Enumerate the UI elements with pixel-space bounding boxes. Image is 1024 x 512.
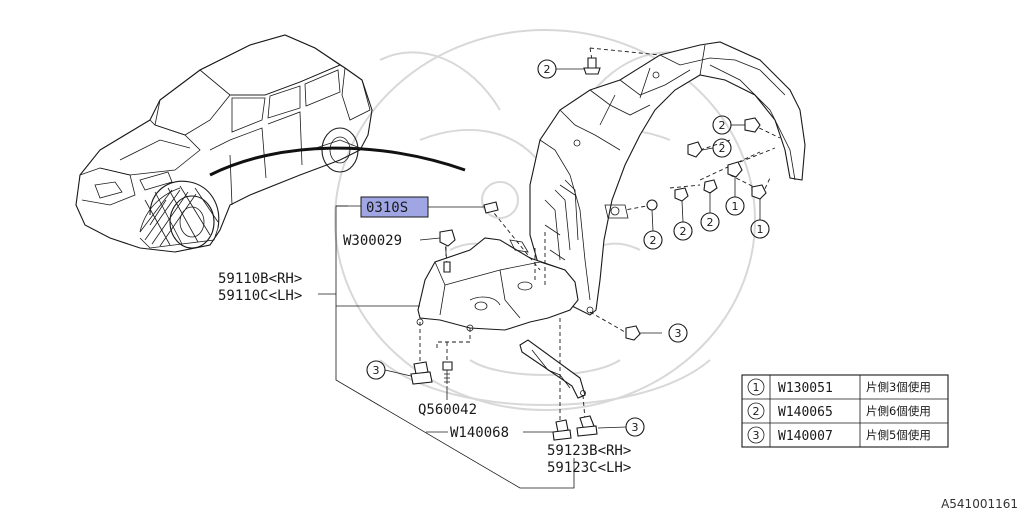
- q560042-screw: [442, 361, 453, 384]
- svg-text:3: 3: [632, 421, 639, 434]
- clip-e: [674, 187, 689, 202]
- callout-3-right: 3: [668, 323, 688, 343]
- mudguard-highlight-hatch: [139, 185, 219, 249]
- callout-1-b: 1: [750, 199, 770, 239]
- svg-text:片側3個使用: 片側3個使用: [866, 380, 931, 394]
- callout-2-top: 2: [537, 59, 584, 79]
- clip-c: [727, 161, 743, 178]
- svg-text:2: 2: [707, 216, 714, 229]
- vehicle-illustration: [75, 34, 373, 253]
- bracket-bolt: [576, 415, 598, 437]
- clip-b: [687, 141, 703, 158]
- svg-text:2: 2: [753, 405, 760, 418]
- svg-text:3: 3: [753, 429, 760, 442]
- under-cover: [416, 237, 594, 332]
- svg-text:2: 2: [680, 225, 687, 238]
- small-screw: [443, 261, 451, 273]
- svg-text:2: 2: [650, 234, 657, 247]
- svg-text:片側5個使用: 片側5個使用: [866, 428, 931, 442]
- callout-2-b: 2: [701, 138, 732, 158]
- bolt-left: [410, 361, 433, 385]
- fastener-table: 1 W130051 片側3個使用 2 W140065 片側6個使用 3 W140…: [741, 374, 949, 448]
- label-59123b[interactable]: 59123B<RH>: [547, 443, 631, 459]
- callout-2-a: 2: [712, 115, 745, 135]
- svg-text:1: 1: [753, 381, 760, 394]
- fender-mud-guard: [529, 41, 806, 316]
- label-59110c[interactable]: 59110C<LH>: [218, 288, 302, 304]
- label-q560042[interactable]: Q560042: [418, 402, 477, 418]
- bracket: [519, 339, 586, 399]
- svg-text:2: 2: [719, 119, 726, 132]
- washer: [483, 201, 499, 214]
- svg-text:片側6個使用: 片側6個使用: [866, 404, 931, 418]
- svg-text:2: 2: [719, 142, 726, 155]
- svg-text:3: 3: [373, 364, 380, 377]
- svg-text:3: 3: [675, 327, 682, 340]
- svg-text:2: 2: [544, 63, 551, 76]
- callout-3-bracket: 3: [597, 417, 645, 437]
- table-row: 2 W140065 片側6個使用: [747, 402, 931, 420]
- clip-top: [583, 57, 601, 75]
- image-code: A541001161: [941, 497, 1018, 511]
- w300029-clip: [439, 229, 456, 256]
- table-row: 1 W130051 片側3個使用: [747, 378, 931, 396]
- clip-a: [744, 117, 761, 133]
- clip-f: [751, 184, 767, 200]
- label-w140068[interactable]: W140068: [450, 425, 509, 441]
- callout-2-e: 2: [643, 209, 663, 250]
- bolt-right: [625, 325, 662, 341]
- clip-g: [646, 199, 658, 211]
- part-labels: 0310S W300029 59110B<RH> 59110C<LH> Q560…: [218, 196, 631, 489]
- svg-text:1: 1: [757, 223, 764, 236]
- label-59110b[interactable]: 59110B<RH>: [218, 271, 302, 287]
- fasteners: [410, 57, 767, 441]
- label-59123c[interactable]: 59123C<LH>: [547, 460, 631, 476]
- w140068-bolt: [552, 419, 572, 441]
- callout-3-left: 3: [366, 360, 412, 380]
- callout-2-d: 2: [673, 200, 693, 241]
- callouts: 2 2 2 1 2 2 2: [366, 59, 770, 437]
- svg-text:W130051: W130051: [778, 381, 833, 396]
- callout-1-a: 1: [725, 176, 745, 216]
- table-row: 3 W140007 片側5個使用: [747, 426, 931, 444]
- pointer-curve: [209, 146, 466, 177]
- svg-text:1: 1: [732, 200, 739, 213]
- label-w300029[interactable]: W300029: [343, 233, 402, 249]
- callout-2-c: 2: [700, 192, 720, 232]
- svg-text:W140007: W140007: [778, 429, 833, 444]
- clip-d: [703, 179, 718, 194]
- highlighted-part-label[interactable]: 0310S: [366, 200, 408, 216]
- svg-text:W140065: W140065: [778, 405, 833, 420]
